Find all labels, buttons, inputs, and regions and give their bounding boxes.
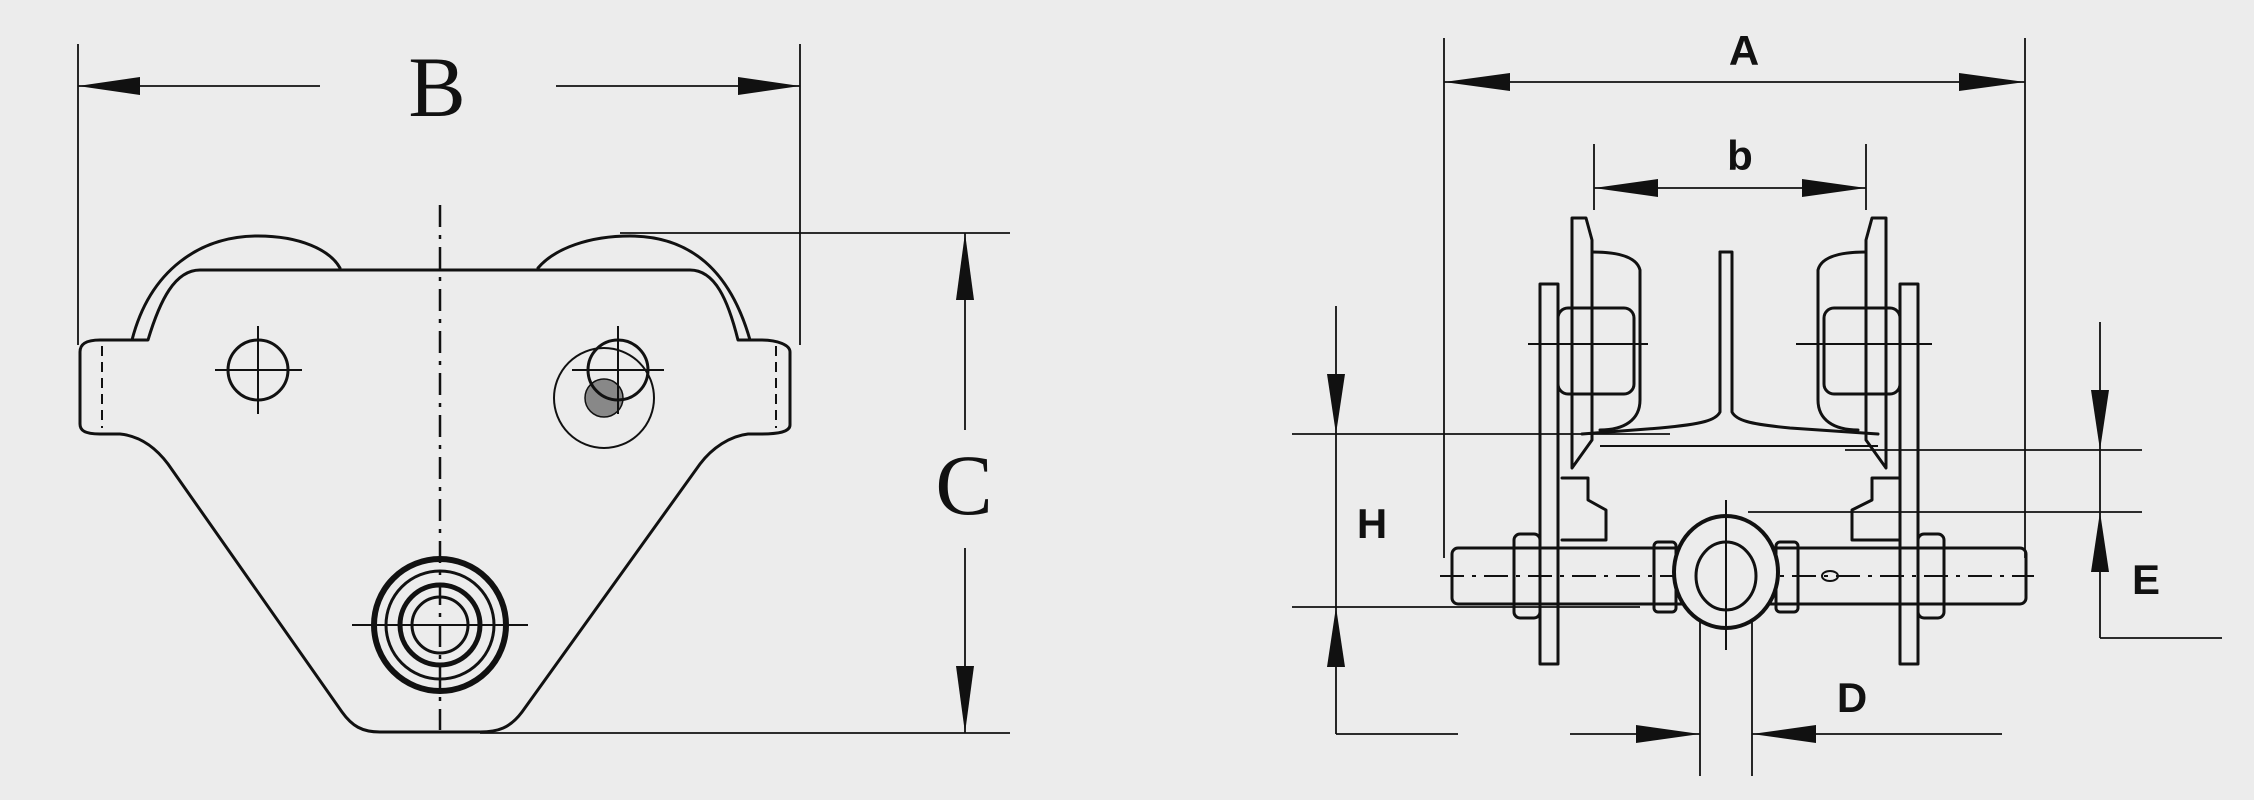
- left-axle-hole: [215, 326, 302, 414]
- right-axle-hole: [553, 326, 664, 449]
- label-a: A: [1729, 27, 1759, 74]
- load-pin-boss: [352, 556, 528, 694]
- dimension-c: C: [480, 232, 1010, 734]
- load-eye: [1672, 500, 1780, 650]
- dimension-b: B: [77, 39, 801, 345]
- dimension-a: A: [1443, 27, 2026, 558]
- label-e: E: [2132, 556, 2160, 603]
- dimension-b-small: b: [1593, 132, 1867, 210]
- left-side-plate: [1528, 216, 1648, 666]
- left-wheel-outline: [130, 234, 342, 342]
- dimension-d: D: [1570, 600, 2002, 776]
- label-d: D: [1837, 674, 1867, 721]
- right-side-plate: [1796, 216, 1932, 666]
- side-plate-outline: [78, 268, 792, 734]
- dimension-e: E: [1748, 322, 2222, 639]
- dimension-h: H: [1292, 306, 1670, 735]
- side-view: B C: [77, 39, 1010, 734]
- label-b-small: b: [1727, 132, 1753, 179]
- label-b: B: [408, 39, 465, 135]
- beam-section: [1580, 250, 1880, 447]
- label-h: H: [1357, 500, 1387, 547]
- front-view: A b H E: [1292, 27, 2222, 776]
- right-wheel-outline: [536, 234, 752, 342]
- label-c: C: [935, 437, 992, 533]
